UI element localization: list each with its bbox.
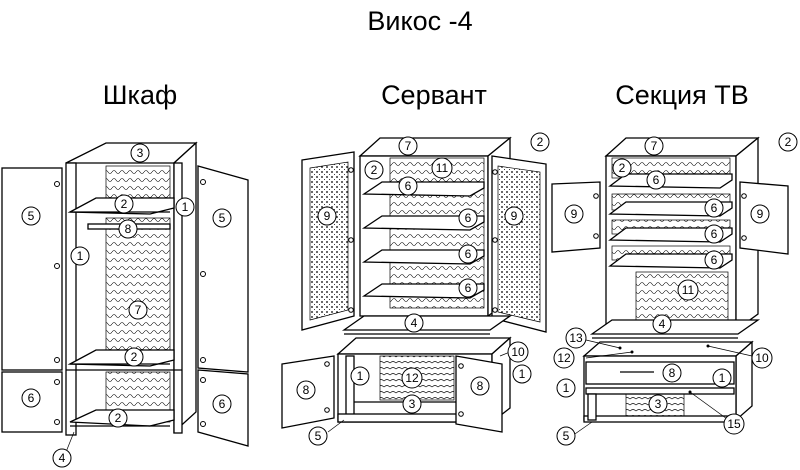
label-part-6: 6 [465,211,472,225]
label-part-6: 6 [405,179,412,193]
label-part-1: 1 [563,381,570,395]
label-part-10: 10 [511,345,525,359]
label-part-1: 1 [77,249,84,263]
label-part-1: 1 [519,367,526,381]
label-part-6: 6 [653,173,660,187]
label-part-11: 11 [436,161,449,175]
label-part-1: 1 [182,200,189,214]
label-part-2: 2 [371,163,378,177]
label-part-6: 6 [28,391,35,405]
label-part-12: 12 [405,371,419,385]
label-part-2: 2 [537,135,544,149]
label-part-6: 6 [711,253,718,267]
label-part-8: 8 [125,222,132,236]
tv-section-drawing [551,136,789,437]
label-part-3: 3 [137,146,144,160]
label-part-10: 10 [755,351,769,365]
section-title-sideboard: Сервант [381,80,487,110]
label-part-6: 6 [219,397,226,411]
label-part-7: 7 [135,303,142,317]
label-part-5: 5 [219,211,226,225]
label-part-5: 5 [315,429,322,443]
label-part-8: 8 [669,366,676,380]
label-part-4: 4 [59,451,66,465]
label-part-6: 6 [711,201,718,215]
section-title-tv: Секция ТВ [615,80,749,110]
label-part-4: 4 [411,316,418,330]
label-part-5: 5 [28,209,35,223]
label-part-4: 4 [659,317,666,331]
label-part-3: 3 [655,397,662,411]
label-part-9: 9 [571,207,578,221]
label-part-1: 1 [719,371,726,385]
label-part-1: 1 [357,369,364,383]
label-part-6: 6 [465,247,472,261]
label-part-9: 9 [324,209,331,223]
sideboard-labels: 7 2 2 11 6 9 9 6 6 6 4 10 1 12 1 8 8 3 5 [296,132,550,446]
label-part-7: 7 [651,139,658,153]
label-part-7: 7 [405,139,412,153]
label-part-2: 2 [619,161,626,175]
label-part-5: 5 [563,429,570,443]
label-part-2: 2 [115,411,122,425]
wardrobe-labels: 3 2 1 8 5 5 1 7 2 6 6 2 4 [21,143,232,468]
label-part-8: 8 [303,383,310,397]
label-part-9: 9 [757,207,764,221]
label-part-2: 2 [121,197,128,211]
label-part-9: 9 [511,209,518,223]
tv-section-labels: 7 2 2 6 6 6 6 9 9 11 4 13 12 10 8 1 1 3 … [553,132,798,446]
label-part-12: 12 [557,351,571,365]
label-part-6: 6 [465,281,472,295]
wardrobe-drawing [1,141,249,453]
label-part-15: 15 [727,417,741,431]
section-title-wardrobe: Шкаф [103,80,177,110]
label-part-11: 11 [682,283,695,297]
main-title: Викос -4 [367,6,472,36]
label-part-8: 8 [477,379,484,393]
label-part-6: 6 [711,227,718,241]
label-part-2: 2 [785,135,792,149]
label-part-2: 2 [131,350,138,364]
label-part-13: 13 [569,331,583,345]
label-part-3: 3 [409,397,416,411]
